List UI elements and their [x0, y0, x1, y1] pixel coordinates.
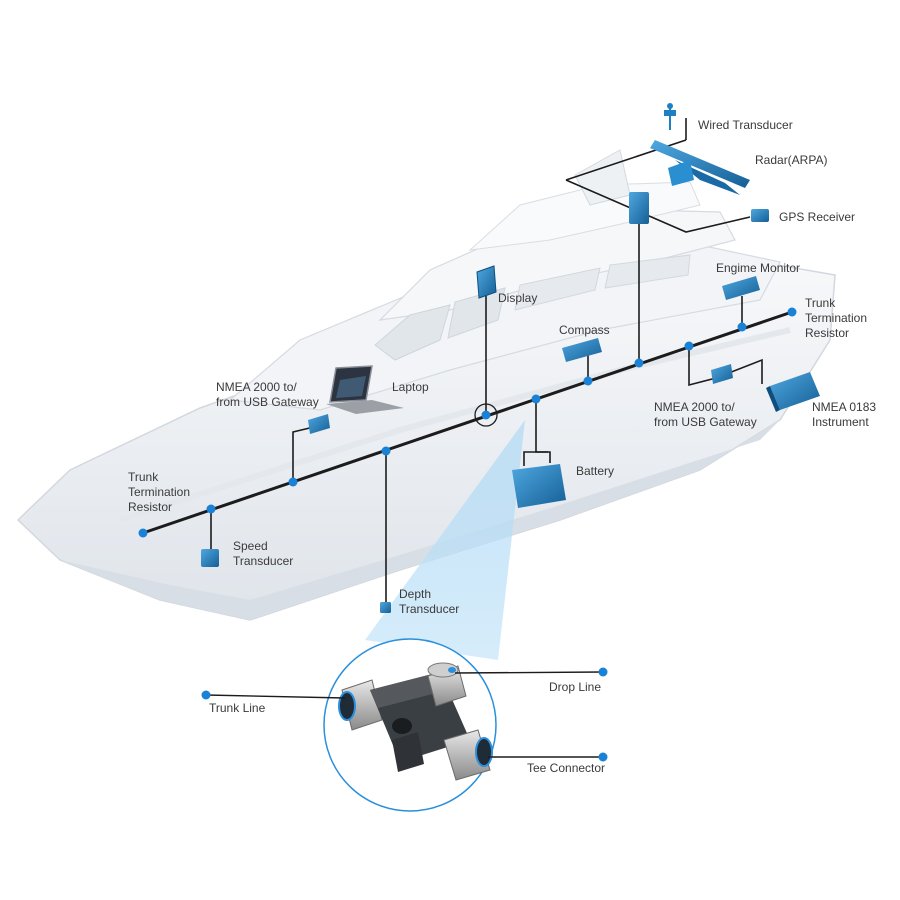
hull-stripe	[119, 327, 791, 523]
label-radar: Radar(ARPA)	[755, 153, 828, 167]
label-drop-line: Drop Line	[549, 680, 602, 694]
speed-transducer-icon	[201, 549, 219, 567]
radar-junction-box	[629, 192, 649, 224]
label-tee-connector: Tee Connector	[527, 761, 606, 775]
tee-connector-icon	[338, 662, 493, 781]
label-trunk-line: Trunk Line	[209, 701, 266, 715]
window-front	[374, 304, 451, 361]
label-display: Display	[498, 291, 538, 305]
node-usb-left	[288, 477, 298, 487]
label-usb-gateway-left: NMEA 2000 to/ from USB Gateway	[216, 380, 319, 409]
label-compass: Compass	[559, 323, 610, 337]
yacht-illustration	[16, 149, 836, 621]
node-radar	[634, 358, 644, 368]
label-usb-gateway-right: NMEA 2000 to/ from USB Gateway	[654, 400, 757, 429]
label-battery: Battery	[576, 464, 615, 478]
label-gps-receiver: GPS Receiver	[779, 210, 856, 224]
trunk-line	[142, 310, 793, 535]
depth-transducer-icon	[380, 602, 391, 613]
node-speed	[206, 504, 216, 514]
node-compass	[583, 376, 593, 386]
radar-icon	[650, 140, 750, 195]
label-speed-transducer: Speed Transducer	[233, 539, 294, 568]
node-usb-right	[684, 341, 694, 351]
node-engine	[737, 322, 747, 332]
wired-transducer-icon	[664, 103, 676, 130]
compass-icon	[562, 338, 602, 362]
label-wired-transducer: Wired Transducer	[698, 118, 793, 132]
tee-highlight-ring	[474, 403, 498, 427]
usb-gateway-left-icon	[308, 414, 330, 434]
label-trunk-termination-right: Trunk Termination Resistor	[805, 296, 868, 340]
label-depth-transducer: Depth Transducer	[399, 587, 460, 616]
battery-icon	[512, 451, 566, 508]
nmea0183-instrument-icon	[766, 372, 820, 412]
label-laptop: Laptop	[392, 380, 429, 394]
node-trunk-end-left	[138, 528, 148, 538]
tee-callouts	[205, 671, 604, 758]
usb-gateway-right-icon	[711, 364, 733, 384]
window-side-2	[604, 254, 691, 289]
window-side	[514, 267, 601, 311]
tee-callout-dots	[201, 667, 608, 762]
node-display	[481, 410, 491, 420]
engine-monitor-icon	[722, 276, 760, 300]
node-depth	[381, 446, 391, 456]
node-trunk-end-right	[787, 307, 797, 317]
network-nodes	[138, 307, 797, 538]
node-battery	[531, 394, 541, 404]
label-trunk-termination-left: Trunk Termination Resistor	[128, 470, 191, 514]
zoom-cone	[365, 420, 525, 660]
label-engine-monitor: Engime Monitor	[716, 261, 801, 275]
gps-receiver-icon	[751, 209, 769, 222]
display-icon	[476, 265, 497, 299]
label-nmea0183-instrument: NMEA 0183 Instrument	[812, 400, 877, 429]
laptop-icon	[326, 365, 404, 414]
